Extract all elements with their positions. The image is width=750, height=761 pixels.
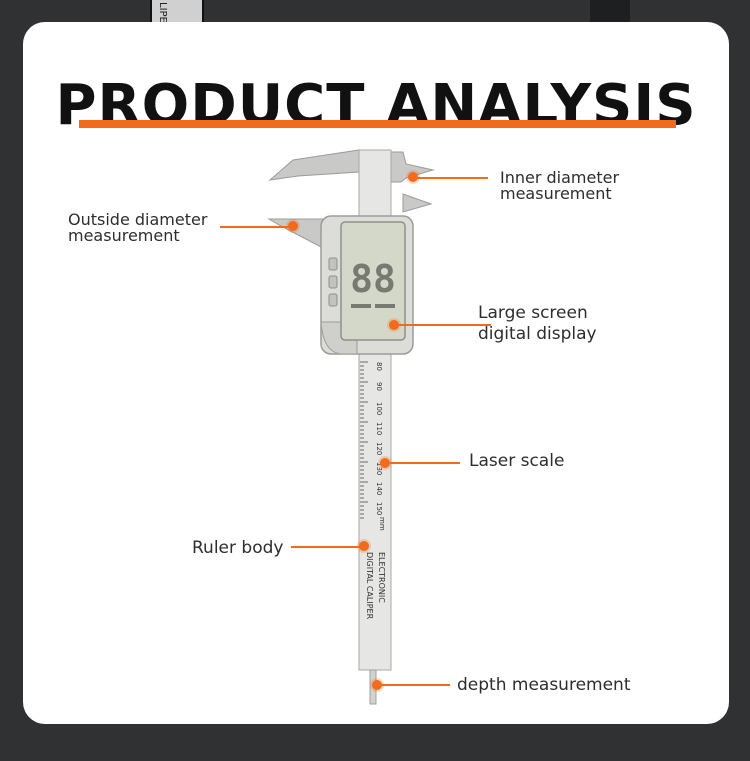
title-underline xyxy=(79,120,676,128)
lcd-screen xyxy=(340,221,406,341)
unit-label: mm xyxy=(378,517,386,531)
depth-dot xyxy=(372,680,382,690)
scale-number: 110 xyxy=(375,422,383,435)
inner-diameter-line1: Inner diameter xyxy=(500,168,620,187)
screen-line1: Large screen xyxy=(478,303,588,323)
side-button-2 xyxy=(328,275,338,289)
scale-number: 120 xyxy=(375,442,383,455)
outside-diameter-dot xyxy=(288,221,298,231)
background-dark-object xyxy=(590,0,630,22)
scale-number: 150 xyxy=(375,502,383,515)
background-caliper-strip: LIPER xyxy=(150,0,204,30)
laser-scale-label: Laser scale xyxy=(469,451,565,471)
ruler-body-dot xyxy=(359,541,369,551)
body-text-electronic: ELECTRONIC xyxy=(377,552,386,603)
scale-number: 100 xyxy=(375,402,383,415)
screen-leader xyxy=(397,324,491,326)
screen-line2: digital display xyxy=(478,324,597,344)
scale-number: 140 xyxy=(375,482,383,495)
side-button-3 xyxy=(328,293,338,307)
depth-leader xyxy=(380,684,450,686)
lcd-digits: 88 xyxy=(350,257,396,301)
laser-scale-leader xyxy=(388,462,460,464)
side-button-1 xyxy=(328,257,338,271)
beam-ticks xyxy=(360,361,368,519)
outside-diameter-leader xyxy=(220,226,290,228)
scale-number: 130 xyxy=(375,462,383,475)
ruler-body-leader xyxy=(291,546,361,548)
depth-label: depth measurement xyxy=(457,675,631,695)
inner-diameter-dot xyxy=(408,172,418,182)
caliper-illustration: 88 80 90 100 110 120 130 140 150 ELECTRONIC DIG… xyxy=(267,149,435,705)
outside-diameter-line2: measurement xyxy=(68,226,180,245)
outside-diameter-line1: Outside diameter xyxy=(68,210,208,229)
inner-diameter-line2: measurement xyxy=(500,184,612,203)
inner-diameter-label: Inner diameter measurement xyxy=(500,170,619,202)
screen-label: Large screen digital display xyxy=(478,303,597,345)
inner-diameter-leader xyxy=(416,177,488,179)
laser-scale-dot xyxy=(380,458,390,468)
scale-number: 80 xyxy=(375,362,383,371)
inner-jaw-left xyxy=(268,149,360,181)
outside-jaw-right xyxy=(402,193,433,213)
ruler-body-label: Ruler body xyxy=(192,538,284,558)
outside-diameter-label: Outside diameter measurement xyxy=(68,212,207,244)
screen-dot xyxy=(389,320,399,330)
body-text-digital-caliper: DIGITAL CALIPER xyxy=(365,552,374,620)
scale-number: 90 xyxy=(375,382,383,391)
scale-numbers: 80 90 100 110 120 130 140 150 xyxy=(375,362,383,515)
